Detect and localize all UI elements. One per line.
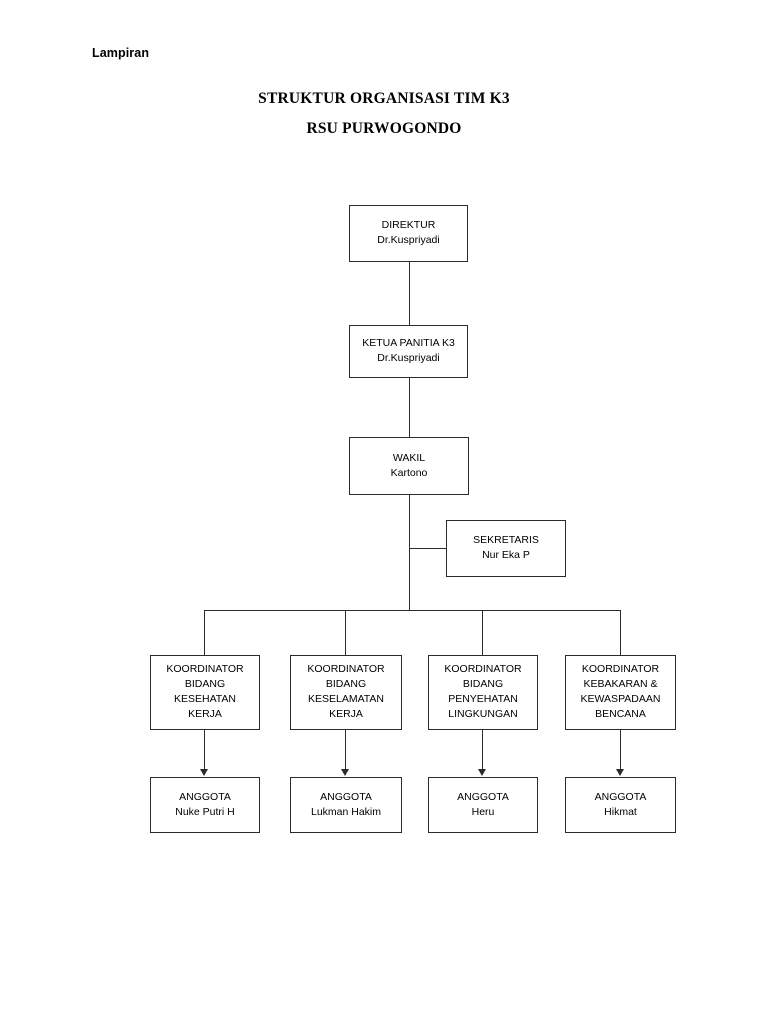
node-koordinator-2-line-3: KESELAMATAN [307, 693, 385, 705]
node-anggota-3-role: ANGGOTA [457, 790, 509, 803]
node-koordinator-4-line-3: KEWASPADAAN [580, 693, 661, 705]
connector-bus-koordinator-3 [482, 610, 484, 655]
node-direktur-name: Dr.Kuspriyadi [377, 234, 440, 246]
node-koordinator-4-line-2: KEBAKARAN & [583, 678, 658, 691]
lampiran-label: Lampiran [92, 46, 150, 60]
node-ketua-panitia[interactable]: KETUA PANITIA K3 Dr.Kuspriyadi [349, 325, 468, 378]
node-koordinator-1-line-3: KESEHATAN [173, 693, 237, 705]
node-koordinator-2-line-1: KOORDINATOR [307, 663, 385, 676]
connector-ketua-wakil [408, 378, 410, 437]
node-wakil-role: WAKIL [392, 451, 426, 464]
arrow-head-anggota-2 [341, 769, 349, 776]
node-koordinator-4-line-4: BENCANA [595, 707, 646, 720]
node-sekretaris-role: SEKRETARIS [473, 534, 539, 547]
node-sekretaris-name: Nur Eka P [482, 549, 530, 561]
connector-bus-koordinator-4 [620, 610, 622, 655]
node-wakil[interactable]: WAKIL Kartono [349, 437, 469, 495]
node-anggota-1-name: Nuke Putri H [175, 805, 235, 818]
node-anggota-nuke-putri-h[interactable]: ANGGOTA Nuke Putri H [150, 777, 260, 833]
arrow-head-anggota-3 [478, 769, 486, 776]
connector-direktur-ketua [408, 262, 410, 325]
node-anggota-4-name: Hikmat [604, 805, 637, 818]
node-wakil-name: Kartono [390, 466, 428, 479]
node-ketua-panitia-role: KETUA PANITIA K3 [362, 337, 455, 350]
node-koordinator-2-line-2: BIDANG [325, 678, 367, 691]
node-ketua-panitia-name: Dr.Kuspriyadi [377, 352, 440, 364]
node-koordinator-keselamatan-kerja[interactable]: KOORDINATOR BIDANG KESELAMATAN KERJA [290, 655, 402, 730]
arrow-head-anggota-4 [616, 769, 624, 776]
connector-bus-koordinator-1 [204, 610, 206, 655]
node-sekretaris[interactable]: SEKRETARIS Nur Eka P [446, 520, 566, 577]
node-koordinator-3-line-3: PENYEHATAN [448, 693, 518, 705]
node-koordinator-1-line-2: BIDANG [184, 678, 226, 691]
node-direktur-role: DIREKTUR [381, 219, 436, 232]
node-anggota-hikmat[interactable]: ANGGOTA Hikmat [565, 777, 676, 833]
node-koordinator-penyehatan-lingkungan[interactable]: KOORDINATOR BIDANG PENYEHATAN LINGKUNGAN [428, 655, 538, 730]
node-anggota-1-role: ANGGOTA [179, 790, 231, 803]
node-koordinator-kebakaran-bencana[interactable]: KOORDINATOR KEBAKARAN & KEWASPADAAN BENC… [565, 655, 676, 730]
connector-coordinator-bus [204, 610, 621, 612]
node-anggota-heru[interactable]: ANGGOTA Heru [428, 777, 538, 833]
connector-wakil-sekretaris [408, 548, 447, 550]
page-title-line-2: RSU PURWOGONDO [306, 120, 462, 137]
node-koordinator-1-line-4: KERJA [188, 707, 222, 720]
connector-koordinator-4-anggota-4 [620, 730, 622, 770]
node-koordinator-3-line-1: KOORDINATOR [444, 663, 522, 676]
node-anggota-4-role: ANGGOTA [594, 790, 647, 803]
connector-koordinator-2-anggota-2 [345, 730, 347, 770]
connector-wakil-stem [408, 495, 410, 611]
connector-bus-koordinator-2 [345, 610, 347, 655]
connector-koordinator-1-anggota-1 [204, 730, 206, 770]
node-koordinator-3-line-4: LINGKUNGAN [448, 707, 518, 720]
node-anggota-2-role: ANGGOTA [320, 790, 372, 803]
node-koordinator-4-line-1: KOORDINATOR [581, 663, 660, 676]
page-title-line-1: STRUKTUR ORGANISASI TIM K3 [258, 90, 510, 107]
node-anggota-lukman-hakim[interactable]: ANGGOTA Lukman Hakim [290, 777, 402, 833]
node-anggota-2-name: Lukman Hakim [310, 805, 382, 818]
node-koordinator-1-line-1: KOORDINATOR [166, 663, 244, 676]
node-koordinator-kesehatan-kerja[interactable]: KOORDINATOR BIDANG KESEHATAN KERJA [150, 655, 260, 730]
node-direktur[interactable]: DIREKTUR Dr.Kuspriyadi [349, 205, 468, 262]
node-koordinator-3-line-2: BIDANG [462, 678, 504, 691]
node-anggota-3-name: Heru [471, 805, 495, 818]
node-koordinator-2-line-4: KERJA [329, 707, 363, 720]
arrow-head-anggota-1 [200, 769, 208, 776]
connector-koordinator-3-anggota-3 [482, 730, 484, 770]
